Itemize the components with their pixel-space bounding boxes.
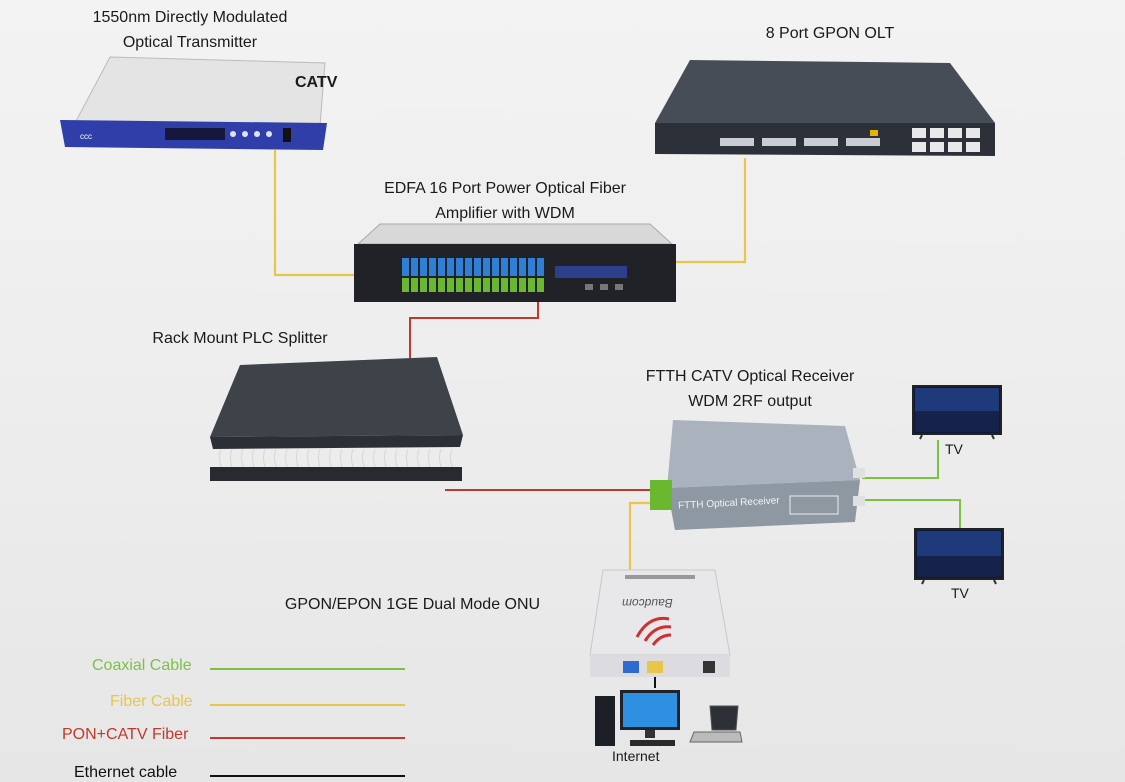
edfa-port-green [483, 278, 490, 292]
transmitter-title-line1: 1550nm Directly Modulated [92, 9, 288, 26]
edfa-port [492, 258, 499, 276]
edfa-port [438, 258, 445, 276]
edfa-title-line1: EDFA 16 Port Power Optical Fiber [384, 180, 626, 197]
ftth-optical-receiver [650, 420, 865, 530]
receiver-title-line2: WDM 2RF output [688, 393, 812, 410]
edfa-port-green [402, 278, 409, 292]
coax-receiver-tv2 [862, 499, 961, 528]
edfa-port [465, 258, 472, 276]
edfa-port [483, 258, 490, 276]
edfa-port-green [465, 278, 472, 292]
edfa-port [429, 258, 436, 276]
splitter-fiber [373, 448, 376, 468]
splitter-fiber [263, 448, 266, 468]
tv-2-label: TV [951, 585, 969, 601]
edfa-port [528, 258, 535, 276]
splitter-fiber [230, 448, 233, 468]
optical-transmitter: ccc [60, 56, 327, 150]
splitter-fiber [395, 448, 398, 468]
edfa-title: EDFA 16 Port Power Optical Fiber Amplifi… [355, 176, 655, 226]
splitter-fiber [417, 448, 420, 468]
edfa-port [501, 258, 508, 276]
splitter-fiber [252, 448, 255, 468]
receiver-title-line1: FTTH CATV Optical Receiver [645, 368, 855, 385]
splitter-fiber [384, 448, 387, 468]
edfa-port [402, 258, 409, 276]
internet-computers [595, 690, 743, 746]
onu-title: GPON/EPON 1GE Dual Mode ONU [284, 596, 541, 613]
edfa-port-green [528, 278, 535, 292]
coax-receiver-tv1 [862, 440, 939, 479]
pon-fiber-edfa-splitter [409, 290, 539, 358]
edfa-port [456, 258, 463, 276]
edfa-port-green [474, 278, 481, 292]
transmitter-title: 1550nm Directly Modulated Optical Transm… [60, 5, 320, 55]
edfa-port-green [429, 278, 436, 292]
legend-label-coax: Coaxial Cable [92, 657, 192, 674]
receiver-title: FTTH CATV Optical Receiver WDM 2RF outpu… [620, 364, 880, 414]
gpon-olt [655, 60, 995, 156]
tv-2-screen [914, 528, 1004, 585]
catv-label: CATV [295, 74, 338, 91]
splitter-fiber [362, 448, 365, 468]
splitter-fiber [274, 448, 277, 468]
splitter-title: Rack Mount PLC Splitter [152, 330, 328, 347]
rack-plc-splitter [210, 357, 463, 481]
splitter-fiber [351, 448, 354, 468]
tv-1-label: TV [945, 441, 963, 457]
legend-label-ethernet: Ethernet cable [74, 764, 178, 781]
splitter-fiber [450, 448, 453, 468]
splitter-fiber [428, 448, 431, 468]
splitter-fiber [285, 448, 288, 468]
edfa-port [447, 258, 454, 276]
edfa-port [420, 258, 427, 276]
edfa-port-green [510, 278, 517, 292]
edfa-title-line2: Amplifier with WDM [435, 205, 575, 222]
edfa-port [510, 258, 517, 276]
edfa-port [537, 258, 544, 276]
edfa-port [474, 258, 481, 276]
legend-label-fiber: Fiber Cable [110, 693, 193, 710]
edfa-port-green [501, 278, 508, 292]
svg-text:ccc: ccc [80, 132, 92, 141]
splitter-fiber [219, 448, 222, 468]
legend-label-pon-catv: PON+CATV Fiber [62, 726, 189, 743]
fiber-olt-edfa [675, 158, 747, 264]
edfa-port [519, 258, 526, 276]
splitter-fiber [307, 448, 310, 468]
edfa-port-green [447, 278, 454, 292]
olt-title: 8 Port GPON OLT [765, 25, 895, 42]
tv-1-screen [912, 385, 1002, 440]
edfa-amplifier [354, 223, 676, 302]
splitter-fiber [439, 448, 442, 468]
transmitter-title-line2: Optical Transmitter [122, 34, 258, 51]
edfa-port-green [537, 278, 544, 292]
edfa-port [411, 258, 418, 276]
edfa-port-green [420, 278, 427, 292]
internet-label: Internet [612, 748, 660, 764]
gpon-onu [589, 569, 731, 677]
edfa-port-green [492, 278, 499, 292]
splitter-fiber [241, 448, 244, 468]
splitter-fiber [406, 448, 409, 468]
edfa-port-green [456, 278, 463, 292]
edfa-port-green [411, 278, 418, 292]
splitter-fiber [318, 448, 321, 468]
edfa-port-green [519, 278, 526, 292]
splitter-fiber [340, 448, 343, 468]
splitter-fiber [296, 448, 299, 468]
edfa-port-green [438, 278, 445, 292]
splitter-fiber [329, 448, 332, 468]
